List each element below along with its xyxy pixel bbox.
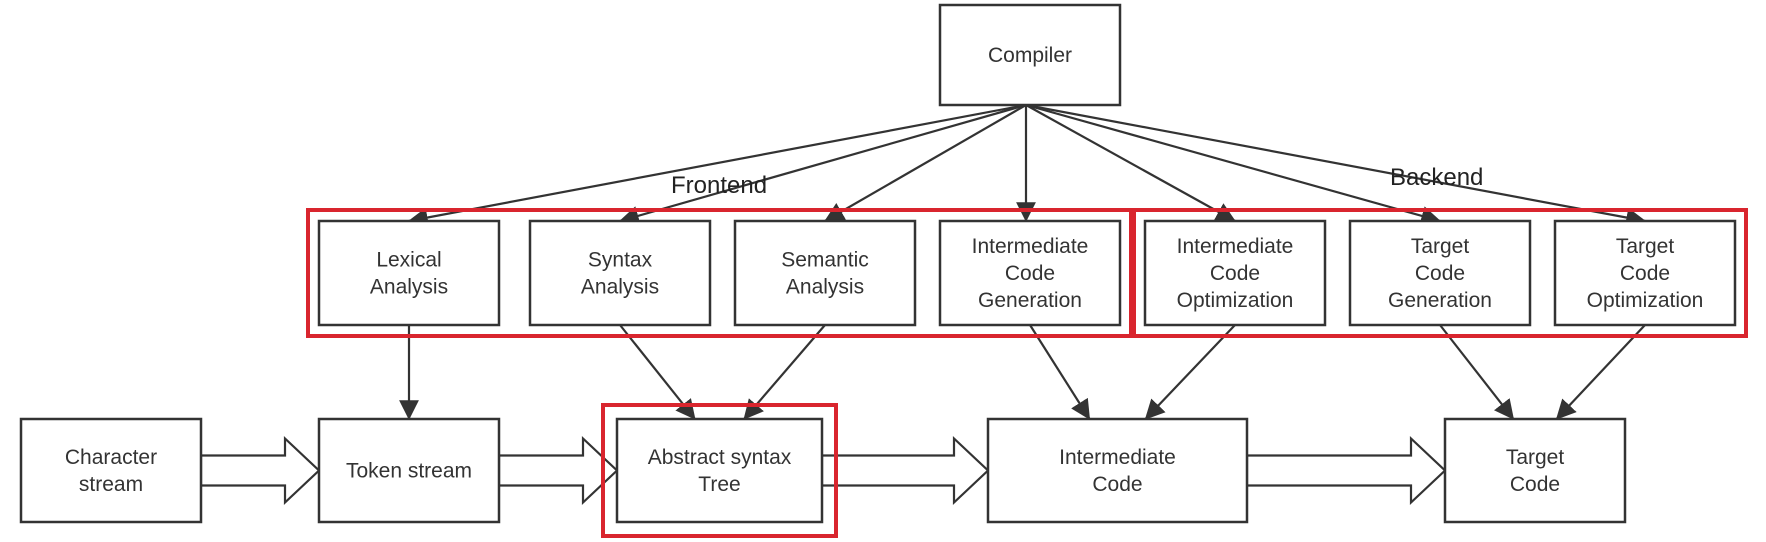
- backend-frame: [1132, 208, 1748, 338]
- node-tcopt-box: [1553, 219, 1737, 327]
- edge-icgen-ic: [1029, 324, 1091, 420]
- node-compiler: Compiler: [938, 3, 1122, 107]
- node-target-box: [1443, 417, 1627, 524]
- node-tokens-box: [317, 417, 501, 524]
- edge-tcopt-target: [1555, 324, 1646, 420]
- frontend-label: Frontend: [671, 172, 767, 199]
- node-chars-box: [19, 417, 203, 524]
- flow-arrow-tokens-ast: [497, 435, 619, 506]
- edge-tcgen-target: [1439, 324, 1515, 420]
- edge-compiler-tcgen: [1025, 103, 1441, 226]
- node-compiler-box: [938, 3, 1122, 107]
- highlight-frame-ast: [601, 403, 838, 538]
- flow-arrow-ast-ic: [820, 435, 990, 506]
- edge-compiler-icopt: [1025, 104, 1236, 222]
- frontend-frame: [306, 208, 1133, 338]
- edge-compiler-syntax: [619, 103, 1027, 226]
- flow-arrow-chars-tokens: [199, 435, 321, 506]
- backend-label: Backend: [1390, 164, 1483, 191]
- node-ic-box: [986, 417, 1249, 524]
- edge-icopt-ic: [1144, 324, 1236, 420]
- node-tokens: Token stream: [317, 417, 501, 524]
- node-ast-box: [615, 417, 824, 524]
- node-icopt-box: [1143, 219, 1327, 327]
- node-semantic-box: [733, 219, 917, 327]
- node-tokens-label: Token stream: [346, 460, 472, 483]
- edge-compiler-lexical: [408, 103, 1027, 228]
- node-icgen-box: [938, 219, 1122, 327]
- node-compiler-label: Compiler: [988, 44, 1072, 67]
- edge-compiler-tcopt: [1025, 103, 1646, 228]
- flow-arrow-ic-target: [1245, 435, 1447, 506]
- edge-compiler-semantic: [824, 104, 1027, 222]
- node-lexical-box: [317, 219, 501, 327]
- node-tcgen-box: [1348, 219, 1532, 327]
- node-syntax-box: [528, 219, 712, 327]
